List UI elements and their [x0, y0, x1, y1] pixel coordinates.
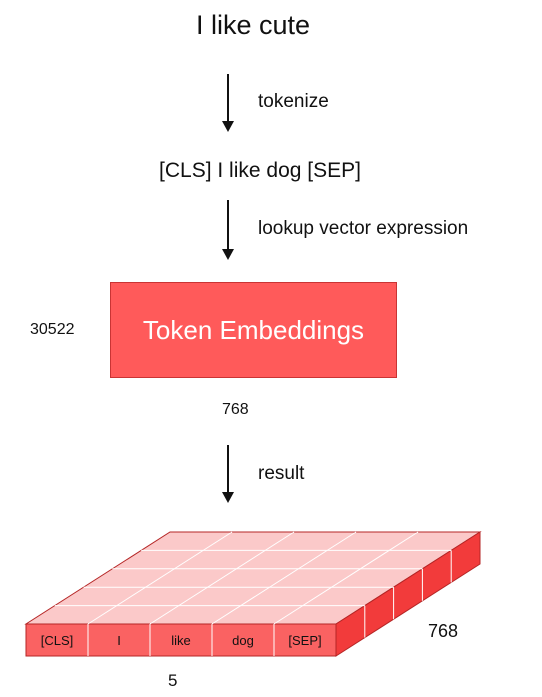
arrow-down-icon	[222, 74, 234, 132]
token-embeddings-label: Token Embeddings	[142, 314, 365, 345]
token-embeddings-box: Token Embeddings	[110, 282, 397, 378]
tensor-grid-line	[149, 531, 295, 625]
input-sentence: I like cute	[195, 10, 311, 40]
tensor-front-face	[25, 623, 337, 657]
step-result-label: result	[258, 463, 305, 484]
token-cell-label: like	[171, 633, 191, 648]
tensor-depth-dim-label: 768	[428, 621, 459, 641]
step-tokenize-label: tokenize	[258, 91, 329, 112]
step-lookup-label: lookup vector expression	[258, 218, 469, 239]
embedding-dim-label: 768	[222, 401, 249, 418]
arrow-down-icon	[222, 445, 234, 503]
token-cell-label: I	[117, 633, 121, 648]
tensor-grid-line	[273, 531, 419, 625]
tensor-seq-len-label: 5	[168, 671, 178, 690]
tensor-grid-line	[211, 531, 357, 625]
tensor-grid-line	[87, 531, 233, 625]
token-cell-label: [SEP]	[288, 633, 321, 648]
token-sequence: [CLS] I like dog [SEP]	[159, 159, 361, 182]
token-cell-label: dog	[232, 633, 254, 648]
arrow-down-icon	[222, 200, 234, 260]
vocab-size-label: 30522	[30, 321, 75, 338]
token-cell-label: [CLS]	[41, 633, 74, 648]
